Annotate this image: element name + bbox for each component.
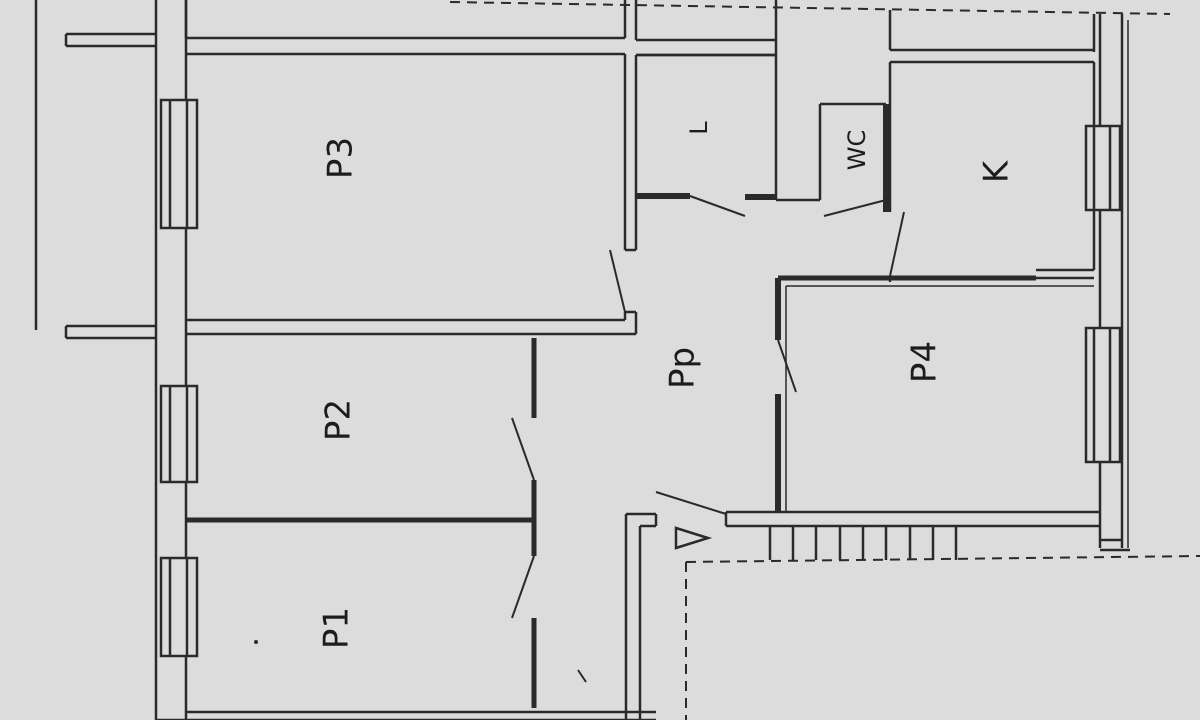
room-label-p1: P1 bbox=[317, 607, 357, 649]
room-label-l: L bbox=[685, 121, 713, 135]
paper-speck bbox=[254, 640, 258, 644]
stairs bbox=[768, 526, 958, 560]
wall-entrance bbox=[724, 510, 1130, 552]
room-l-walls bbox=[636, 53, 778, 200]
wall-corridor-right bbox=[624, 512, 658, 720]
window-p1 bbox=[159, 556, 199, 658]
dashed-boundary-bottom bbox=[685, 555, 1200, 720]
window-k bbox=[1084, 124, 1122, 212]
window-p2 bbox=[159, 384, 199, 484]
room-label-p4: P4 bbox=[905, 341, 945, 383]
door-swing-p1 bbox=[511, 555, 535, 619]
window-p3 bbox=[159, 98, 199, 230]
door-swing-p2 bbox=[511, 417, 535, 481]
entrance-arrow-icon bbox=[674, 526, 713, 550]
door-swing-p3 bbox=[609, 249, 626, 313]
top-wall bbox=[64, 0, 1096, 57]
door-swing-wc bbox=[823, 199, 887, 217]
wall-p3-hall bbox=[623, 54, 638, 334]
door-swing-l bbox=[689, 195, 746, 217]
wall-p3-p2 bbox=[64, 318, 636, 340]
room-wc-walls bbox=[776, 102, 889, 212]
room-label-pp: Pp bbox=[663, 347, 703, 389]
door-swing-p4 bbox=[777, 339, 797, 393]
room-p4-walls bbox=[775, 275, 1094, 512]
dashed-boundary-top bbox=[449, 1, 1171, 15]
paper-mark bbox=[577, 669, 587, 683]
room-label-wc: WC bbox=[843, 130, 871, 171]
room-label-p2: P2 bbox=[319, 399, 359, 441]
window-p4 bbox=[1084, 326, 1122, 464]
bottom-wall bbox=[156, 710, 656, 720]
door-swing-entrance bbox=[655, 491, 727, 515]
door-swing-k bbox=[889, 211, 905, 277]
room-label-p3: P3 bbox=[321, 137, 361, 179]
room-label-k: K bbox=[977, 159, 1017, 183]
